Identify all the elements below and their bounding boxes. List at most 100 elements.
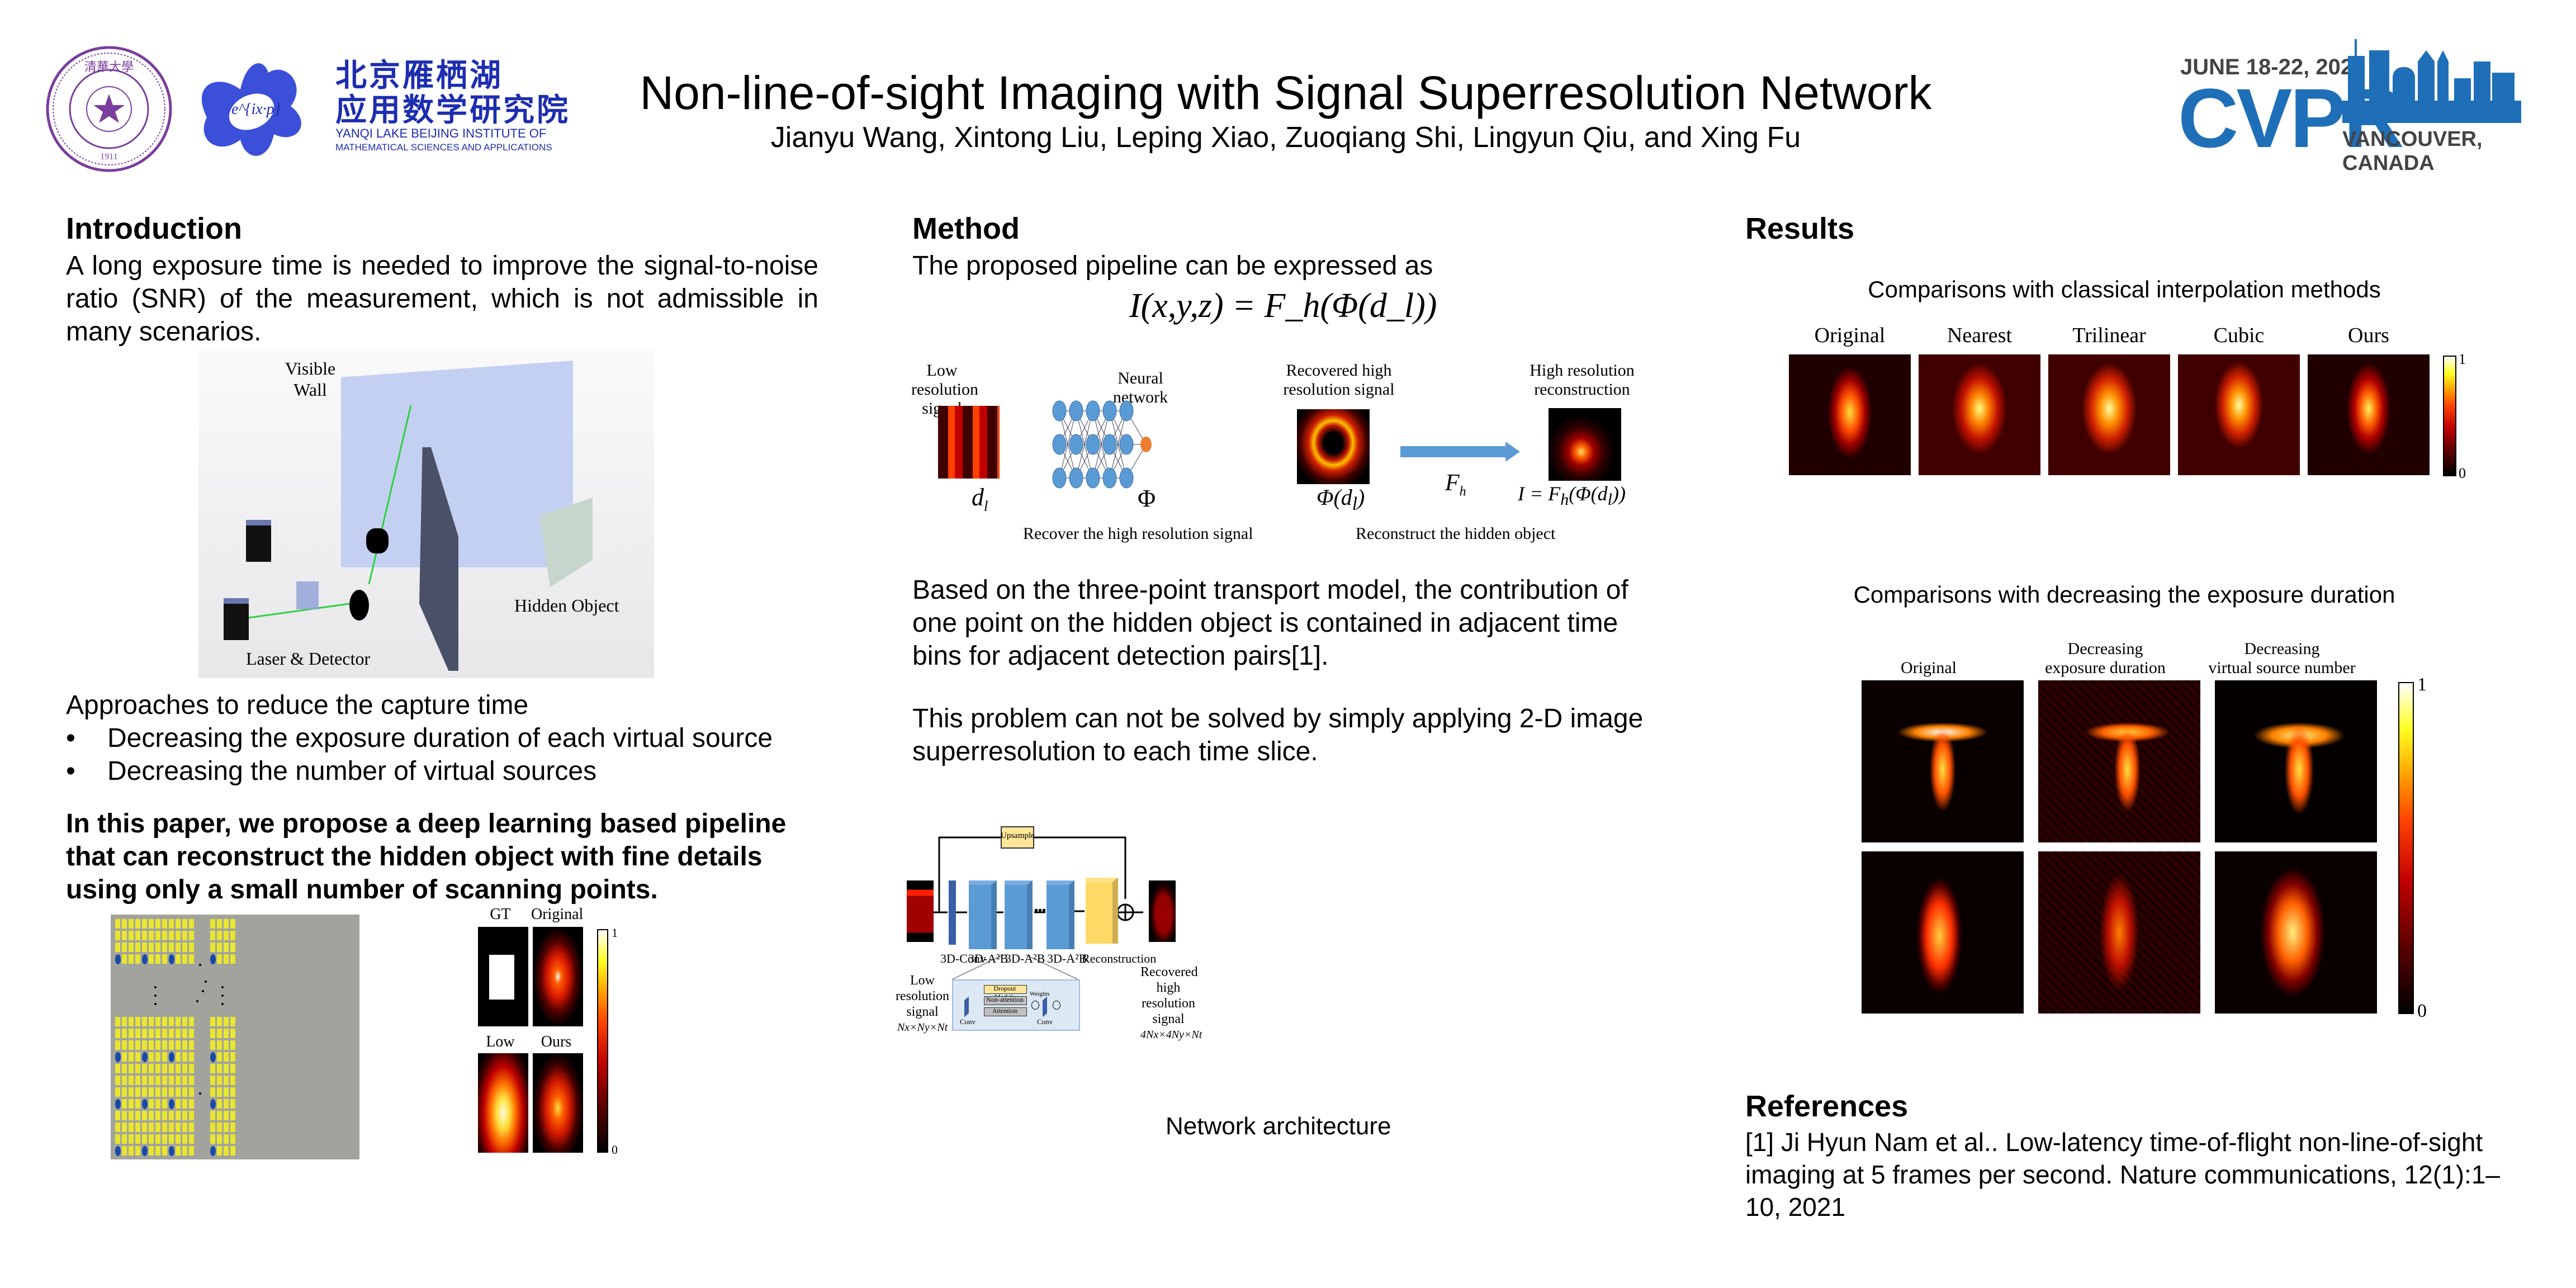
symbol-phi-dl: Φ(dl) <box>1317 485 1365 514</box>
sensor-cell <box>155 1052 160 1062</box>
conv-label-left: Conv <box>960 1017 976 1026</box>
sensor-cell <box>129 1017 134 1026</box>
sensor-cell <box>149 1029 154 1038</box>
symbol-dl: dl <box>972 484 988 514</box>
sensor-cell <box>189 1087 194 1097</box>
sensor-cell <box>224 1017 229 1026</box>
poster-title: Non-line-of-sight Imaging with Signal Su… <box>640 67 1932 119</box>
sensor-cell <box>224 1029 229 1038</box>
scan-point <box>169 1052 174 1062</box>
input-signal <box>907 880 934 942</box>
dropout-module-box <box>984 985 1027 994</box>
nn-node <box>1069 400 1083 422</box>
sensor-cell <box>115 931 120 940</box>
sensor-cell <box>162 1111 167 1120</box>
label-3d-conv: 3D-Conv <box>940 951 986 965</box>
sensor-cell <box>135 1029 140 1038</box>
sensor-cell <box>230 1111 235 1120</box>
fig1-column-label: Original <box>1814 324 1886 347</box>
panel-label-original: Original <box>531 906 584 923</box>
scan-point <box>115 1146 121 1156</box>
label-a2b-1: 3D-A²B <box>968 951 1008 965</box>
sensor-cell <box>217 1017 222 1026</box>
scan-point <box>169 954 174 964</box>
non-attention-label: Non-attention <box>986 996 1024 1003</box>
sensor-cell <box>217 1040 222 1050</box>
nn-node <box>1102 400 1117 422</box>
sensor-cell <box>122 1087 127 1097</box>
nn-edge <box>1076 410 1093 479</box>
non-attention-box <box>984 996 1027 1005</box>
label-a2b-3: 3D-A²B <box>1047 951 1087 965</box>
method-paragraph-3: This problem can not be solved by simply… <box>912 704 1644 766</box>
cvpr-dates: JUNE 18-22, 2023 <box>2180 55 2366 79</box>
sensor-cell <box>230 1076 235 1085</box>
sensor-cell <box>182 1146 187 1156</box>
attention-label: Attention <box>992 1007 1018 1015</box>
sensor-cell <box>149 1111 154 1120</box>
approach-item-1: •Decreasing the exposure duration of eac… <box>66 722 773 755</box>
colorbar <box>597 929 608 1153</box>
sensor-cell <box>149 1134 154 1144</box>
sensor-cell <box>224 943 229 952</box>
sensor-cell <box>210 943 215 952</box>
sensor-cell <box>182 919 187 929</box>
sensor-cell <box>115 1029 120 1038</box>
sensor-cell <box>217 1099 222 1109</box>
sensor-cell <box>176 1099 181 1109</box>
architecture-lines <box>932 836 1143 980</box>
sensor-cell <box>176 1087 181 1097</box>
nlos-scene-figure: Visible Wall Hidden Object Laser & Detec… <box>198 349 654 678</box>
sensor-cell <box>142 1111 147 1120</box>
fig2-panel <box>2038 851 2200 1014</box>
sensor-cell <box>182 1029 187 1038</box>
output-label: Recovered high resolution signal 4Nx×4Ny… <box>1140 964 1202 1043</box>
fig1-column-label: Ours <box>2348 324 2389 347</box>
approach-text: Decreasing the number of virtual sources <box>107 756 597 786</box>
fig1-column-label: Nearest <box>1947 324 2012 347</box>
a2b-detail-box: Dropout Module Non-attention Attention W… <box>952 979 1080 1031</box>
colorbar-min: 0 <box>612 1143 618 1157</box>
sensor-cell <box>182 943 187 952</box>
conv-block-left <box>964 996 969 1017</box>
sensor-cell <box>210 1134 215 1144</box>
sensor-cell <box>142 931 147 940</box>
sensor-cell <box>129 1123 134 1132</box>
beam-splitter <box>296 581 319 609</box>
sensor-cell <box>122 1029 127 1038</box>
sensor-cell <box>217 943 222 952</box>
sensor-cell <box>189 1076 194 1085</box>
sensor-cell <box>224 931 229 940</box>
panel-label-gt: GT <box>490 906 511 923</box>
sensor-cell <box>135 1064 140 1073</box>
fig1-cbar-min: 0 <box>2459 465 2466 481</box>
sensor-cell <box>176 1052 181 1062</box>
ellipsis-dot <box>221 986 224 988</box>
sensor-cell <box>115 1076 120 1085</box>
sensor-cell <box>135 919 140 929</box>
sensor-cell <box>224 1040 229 1050</box>
sensor-cell <box>176 1029 181 1038</box>
bimsa-flower-icon <box>201 63 301 156</box>
scan-point <box>210 954 216 964</box>
sum-node-1 <box>1031 1001 1039 1010</box>
scanning-grid-figure <box>111 915 359 1159</box>
cvpr-location: VANCOUVER, CANADA <box>2342 127 2483 175</box>
scan-point <box>210 1146 216 1156</box>
a2b-block-1 <box>969 880 997 949</box>
sensor-cell <box>142 1064 147 1073</box>
sensor-cell <box>230 1017 235 1026</box>
nn-node <box>1119 400 1134 422</box>
approach-item-2: •Decreasing the number of virtual source… <box>66 755 596 788</box>
sensor-cell <box>129 1040 134 1050</box>
tsinghua-logo: 清華大學 1911 <box>45 45 173 173</box>
neural-network-icon <box>1052 400 1152 489</box>
fig1-colorbar <box>2443 356 2456 476</box>
sensor-cell <box>129 931 134 940</box>
sensor-cell <box>230 1052 235 1062</box>
sensor-cell <box>122 1111 127 1120</box>
sensor-cell <box>162 1040 167 1050</box>
nn-node <box>1086 467 1100 489</box>
sensor-cell <box>142 1017 147 1026</box>
